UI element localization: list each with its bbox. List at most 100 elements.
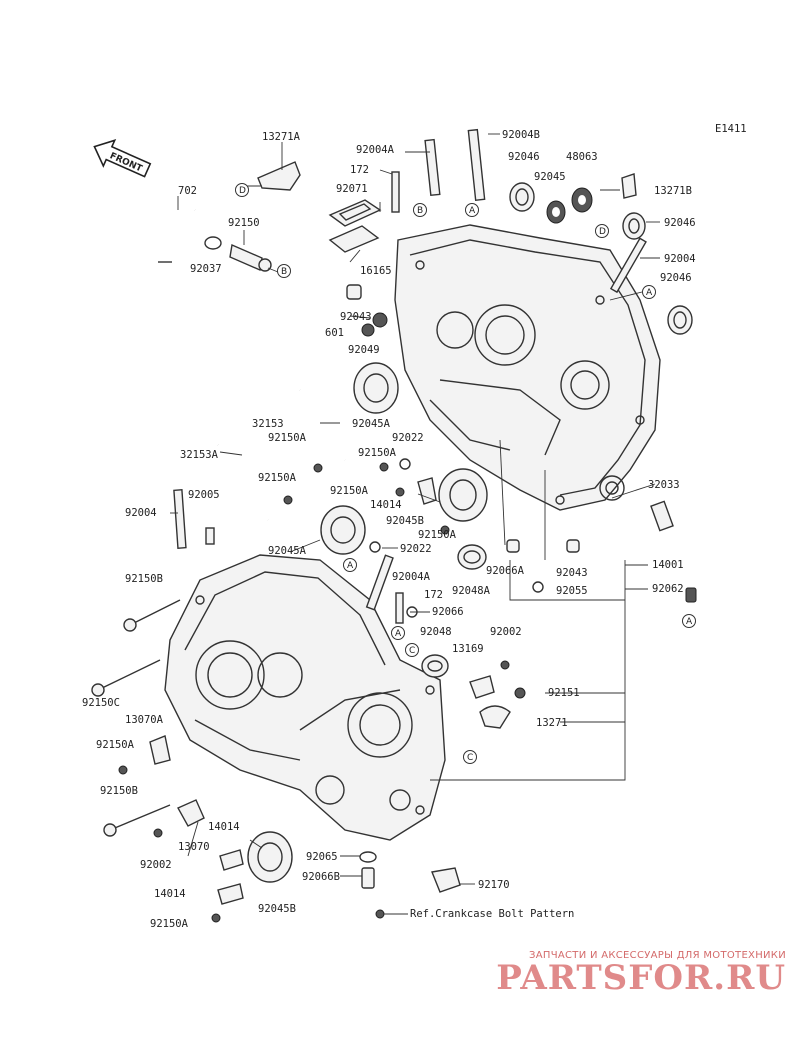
bracket-92170: [431, 867, 461, 893]
dowel-pin-172: [391, 171, 400, 213]
collar-92066a: [506, 539, 520, 553]
leader-92055: [509, 560, 625, 601]
svg-text:B: B: [417, 206, 423, 216]
leader-172: [379, 169, 393, 175]
label-92066b: 92066B: [302, 871, 340, 883]
oil-pipe-32153a: [216, 442, 271, 521]
label-32153: 32153: [252, 418, 284, 430]
leader-92045a-lower: [289, 539, 321, 553]
cover-16165: [328, 225, 380, 253]
svg-text:C: C: [467, 753, 473, 763]
bolt-92150b-top: [123, 599, 181, 632]
label-92046-right: 92046: [664, 217, 696, 229]
bracket-13271b: [621, 173, 637, 199]
callout-d-left: D: [235, 183, 249, 197]
label-92046-top: 92046: [508, 151, 540, 163]
label-92150c: 92150C: [82, 697, 120, 709]
plate-14014-c: [217, 883, 244, 905]
bolt-92150a-a: [313, 463, 323, 473]
svg-text:B: B: [281, 267, 287, 277]
label-172-top: 172: [350, 164, 369, 176]
leader-a-right: [609, 291, 643, 301]
svg-text:D: D: [599, 227, 606, 237]
label-92045b-lower: 92045B: [258, 903, 296, 915]
leader-32033: [611, 483, 656, 499]
label-14014-c: 14014: [154, 888, 186, 900]
svg-text:A: A: [469, 206, 476, 216]
label-92004b: 92004B: [502, 129, 540, 141]
bolt-92150b-bottom: [103, 804, 171, 837]
label-92150a-5: 92150A: [418, 529, 457, 541]
bearing-92048: [421, 654, 449, 678]
label-92071: 92071: [336, 183, 368, 195]
leader-32153a: [219, 451, 243, 456]
ref-crankcase-bolt-pattern: Ref.Crankcase Bolt Pattern: [410, 908, 574, 920]
label-13271: 13271: [536, 717, 568, 729]
plug-92062: [685, 587, 697, 603]
oring-92055: [532, 581, 544, 593]
seal-92045-top: [546, 200, 566, 224]
bolt-92150a-e: [440, 525, 450, 535]
label-92045a-upper: 92045A: [352, 418, 391, 430]
label-92055: 92055: [556, 585, 588, 597]
svg-text:D: D: [239, 186, 246, 196]
label-702: 702: [178, 185, 197, 197]
label-92150a-4: 92150A: [330, 485, 369, 497]
label-92002-right: 92002: [490, 626, 522, 638]
callout-a-mid: A: [343, 558, 357, 572]
label-92049: 92049: [348, 344, 380, 356]
label-92150a-7: 92150A: [150, 918, 189, 930]
label-32033: 32033: [648, 479, 680, 491]
label-172-lower: 172: [424, 589, 443, 601]
cover-13271: [479, 705, 511, 729]
bolt-92150a-c: [379, 462, 389, 472]
bearing-92045b-mid: [438, 468, 488, 522]
label-14001: 14001: [652, 559, 684, 571]
stud-92004b: [467, 128, 486, 201]
callout-a-lower: A: [391, 626, 405, 640]
label-14014-a: 14014: [370, 499, 402, 511]
leader-16165: [349, 249, 361, 263]
leader-13070: [187, 821, 199, 857]
plug-92066b: [361, 867, 375, 889]
plate-13169: [469, 675, 495, 699]
bearing-92046-lower-right: [667, 305, 693, 335]
washer-92065: [359, 851, 377, 863]
label-92150a-1: 92150A: [268, 432, 307, 444]
label-92150b-bottom: 92150B: [100, 785, 138, 797]
lower-crankcase-half: [164, 554, 446, 841]
upper-crankcase-half: [394, 224, 661, 511]
label-92062: 92062: [652, 583, 684, 595]
diagram-code: E1411: [715, 123, 747, 135]
washer-92022-a: [399, 458, 411, 470]
bearing-92045a-upper: [353, 362, 399, 414]
label-601: 601: [325, 327, 344, 339]
seal-601: [361, 323, 375, 337]
plate-14014-b: [219, 849, 244, 871]
label-14014-b: 14014: [208, 821, 240, 833]
watermark-brand-logo: PARTSFOR.RU: [496, 958, 786, 998]
bolt-92150a-b: [283, 495, 293, 505]
bolt-92002-right: [500, 660, 510, 670]
collar-92043: [346, 284, 362, 300]
plate-14014-a: [417, 477, 437, 505]
label-13271b: 13271B: [654, 185, 692, 197]
svg-text:A: A: [686, 617, 693, 627]
label-92004-right: 92004: [664, 253, 696, 265]
label-92150a-3: 92150A: [258, 472, 297, 484]
label-92022-a: 92022: [392, 432, 424, 444]
callout-c-cover: C: [463, 750, 477, 764]
pin-92005: [205, 527, 215, 545]
callout-a-right: A: [642, 285, 656, 299]
bolt-92150a-g: [211, 913, 221, 923]
label-92045b-mid: 92045B: [386, 515, 424, 527]
label-92045a-lower: 92045A: [268, 545, 307, 557]
watermark-tagline: ЗАПЧАСТИ И АКСЕССУАРЫ ДЛЯ МОТОТЕХНИКИ: [529, 950, 786, 961]
label-13271a: 13271A: [262, 131, 301, 143]
label-92043-b: 92043: [556, 567, 588, 579]
dowel-pin-172-lower: [395, 592, 404, 624]
leader-92066a: [499, 439, 506, 546]
bearing-92046-right: [622, 212, 646, 240]
label-92022-b: 92022: [400, 543, 432, 555]
